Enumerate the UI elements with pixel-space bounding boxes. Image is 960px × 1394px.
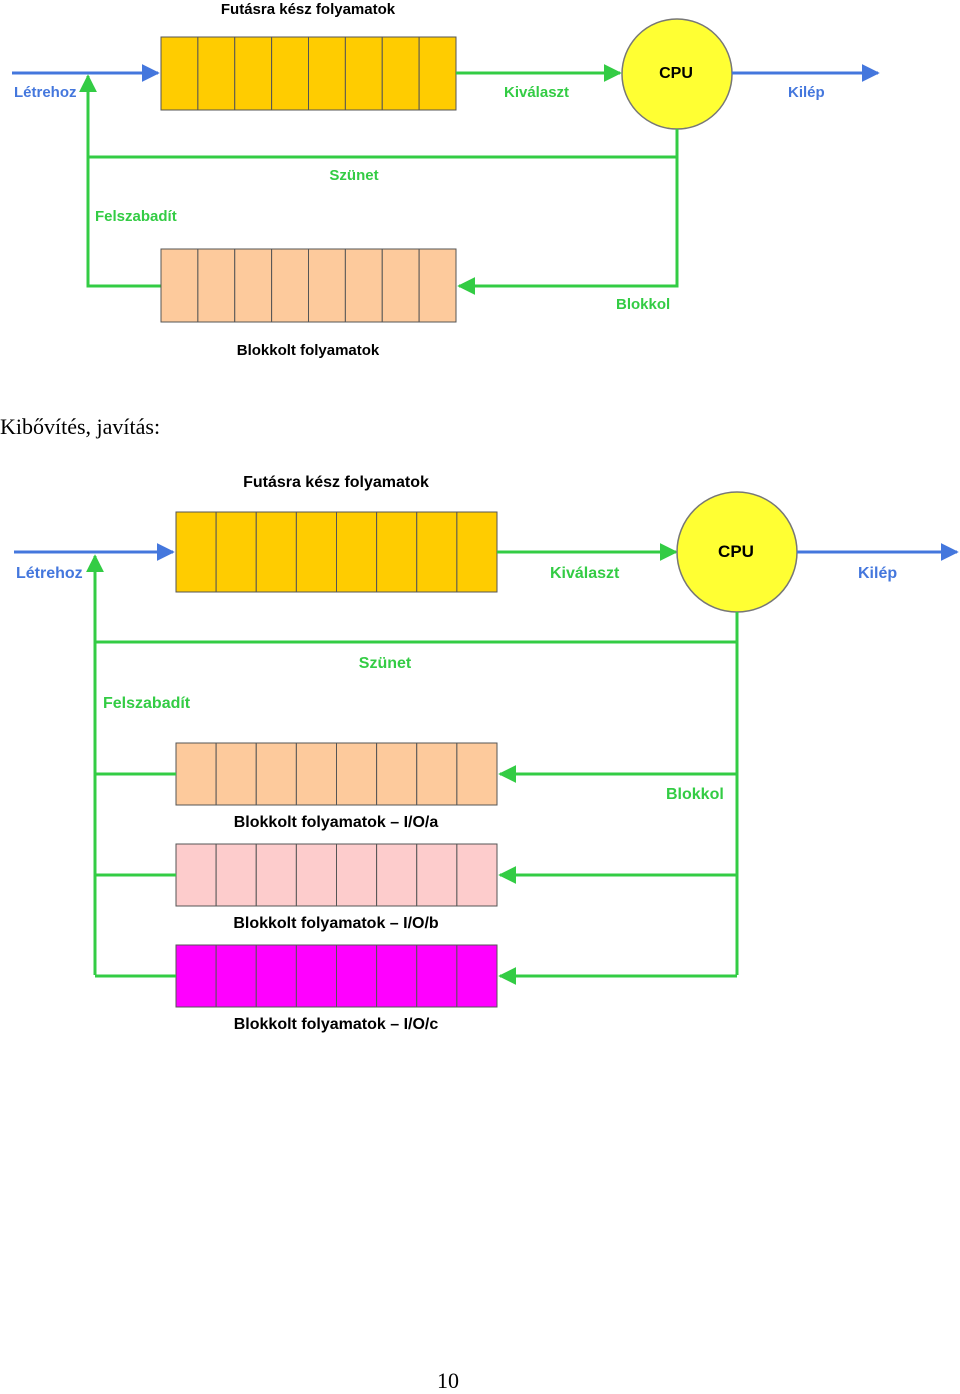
select-label: Kiválaszt [504, 84, 569, 101]
ready-queue-slot [376, 511, 418, 593]
release-label: Felszabadít [103, 695, 191, 712]
blocked-queue-b-slot [295, 843, 337, 907]
diagram-1: Futásra kész folyamatok Létrehoz Kiválas… [12, 1, 880, 359]
blocked-queue-a-slot [295, 742, 337, 806]
blocked-queue-c-slot [295, 944, 337, 1008]
blocked-queue-slot [344, 248, 383, 323]
ready-queue-title: Futásra kész folyamatok [221, 1, 396, 18]
blocked-queue-c-slot [456, 944, 498, 1008]
ready-queue-slot [418, 36, 457, 111]
blocked-queue-c-slot [215, 944, 257, 1008]
blocked-queue-b-slot [456, 843, 498, 907]
ready-queue-2 [175, 511, 498, 593]
blocked-queue-b-slot [175, 843, 217, 907]
blocked-queue-a-slot [215, 742, 257, 806]
diagram-2: Futásra kész folyamatok Létrehoz Kiválas… [14, 474, 959, 1033]
blocked-queue-title: Blokkolt folyamatok [237, 342, 380, 359]
pause-label: Szünet [359, 655, 412, 672]
release-line [86, 157, 161, 288]
ready-queue-slot [336, 511, 378, 593]
ready-queue-slot [271, 36, 309, 111]
pause-arrow [86, 554, 739, 644]
blocked-queue-b-slot [376, 843, 418, 907]
exit-label: Kilép [788, 84, 825, 101]
blocked-queue-slot [308, 248, 346, 323]
ready-queue-slot [255, 511, 297, 593]
cpu-label: CPU [659, 65, 693, 82]
ready-queue-slot [344, 36, 383, 111]
blocked-queue-slot [418, 248, 457, 323]
ready-queue-slot [215, 511, 257, 593]
blocked-queue-b-slot [336, 843, 378, 907]
create-label: Létrehoz [16, 565, 83, 582]
blocked-queues-2 [95, 742, 737, 1008]
block-label: Blokkol [666, 786, 724, 803]
blocked-queue-slot [271, 248, 309, 323]
blocked-queue-a-slot [416, 742, 458, 806]
blocked-queue-slot [234, 248, 273, 323]
blocked-queue-c-slot [255, 944, 297, 1008]
ready-queue-slot [456, 511, 498, 593]
caption: Kibővítés, javítás: [0, 414, 161, 439]
pause-label: Szünet [329, 167, 378, 184]
blocked-queue-b-title: Blokkolt folyamatok – I/O/b [233, 915, 439, 932]
select-label: Kiválaszt [550, 565, 620, 582]
block-label: Blokkol [616, 296, 670, 313]
block-arrow [457, 157, 679, 295]
exit-label: Kilép [858, 565, 897, 582]
ready-queue-slot [197, 36, 236, 111]
ready-queue-slot [295, 511, 337, 593]
blocked-queue-c-title: Blokkolt folyamatok – I/O/c [234, 1016, 439, 1033]
blocked-queue-a-slot [175, 742, 217, 806]
blocked-queue-slot [160, 248, 199, 323]
cpu-label: CPU [718, 542, 754, 561]
create-label: Létrehoz [14, 84, 77, 101]
ready-queue-1 [160, 36, 457, 111]
blocked-queue-slot [197, 248, 236, 323]
blocked-queue-slot [381, 248, 420, 323]
ready-queue-title: Futásra kész folyamatok [243, 474, 429, 491]
blocked-queue-c-slot [175, 944, 217, 1008]
release-label: Felszabadít [95, 208, 177, 225]
ready-queue-slot [308, 36, 346, 111]
page-number: 10 [437, 1368, 459, 1393]
blocked-queue-c-slot [416, 944, 458, 1008]
blocked-queue-a-slot [456, 742, 498, 806]
ready-queue-slot [416, 511, 458, 593]
ready-queue-slot [160, 36, 199, 111]
blocked-queue-a-title: Blokkolt folyamatok – I/O/a [234, 814, 439, 831]
blocked-queue-1 [160, 248, 457, 323]
blocked-queue-b-slot [215, 843, 257, 907]
blocked-queue-c-slot [376, 944, 418, 1008]
blocked-queue-b-slot [255, 843, 297, 907]
blocked-queue-a-slot [336, 742, 378, 806]
ready-queue-slot [175, 511, 217, 593]
ready-queue-slot [234, 36, 273, 111]
ready-queue-slot [381, 36, 420, 111]
blocked-queue-c-slot [336, 944, 378, 1008]
blocked-queue-a-slot [255, 742, 297, 806]
blocked-queue-b-slot [416, 843, 458, 907]
blocked-queue-a-slot [376, 742, 418, 806]
pause-arrow [79, 74, 679, 159]
